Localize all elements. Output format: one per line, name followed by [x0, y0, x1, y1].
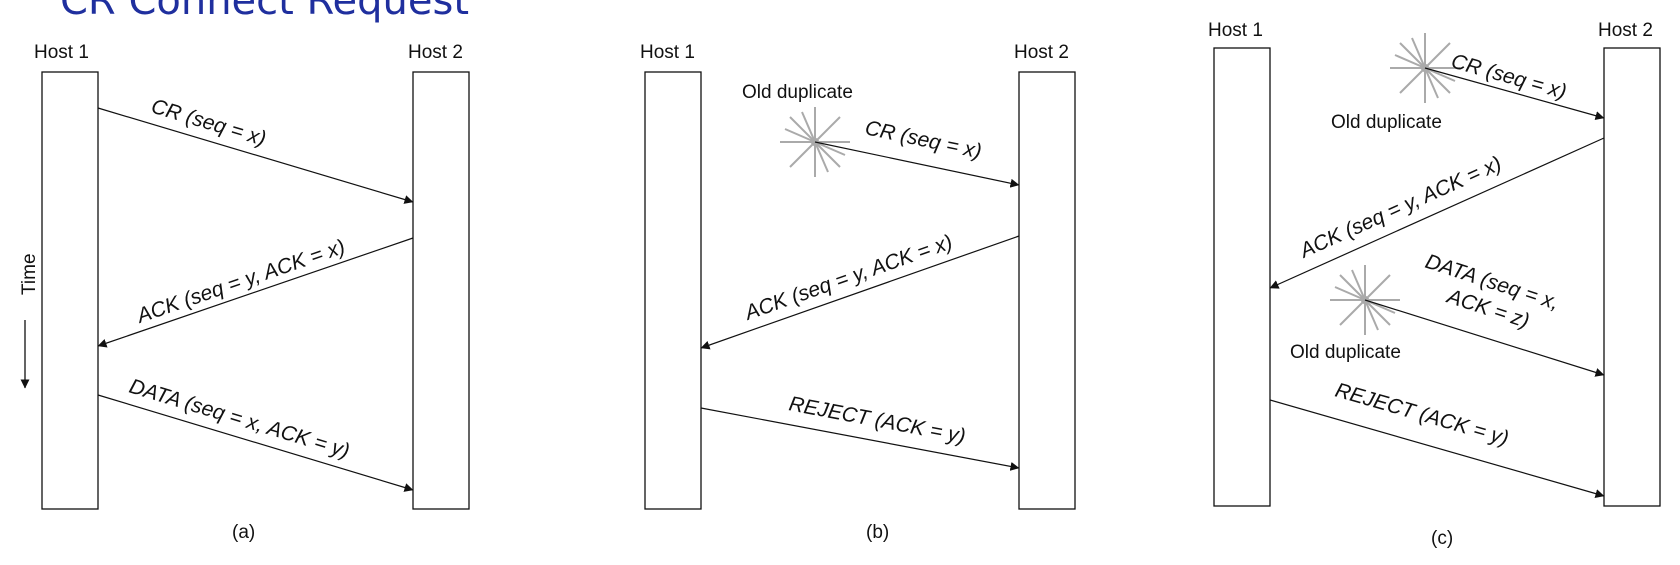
panel-c-cr-label: CR (seq = x)	[1449, 50, 1569, 104]
old-duplicate-star-icon	[1330, 265, 1400, 335]
panel-c-reject-arrow	[1269, 399, 1605, 498]
panel-a-host1-label: Host 1	[34, 42, 89, 63]
panel-b-host1-timeline	[644, 71, 702, 510]
panel-b: Host 1 Host 2 Old duplicate	[640, 42, 1076, 543]
time-axis: Time	[19, 253, 40, 389]
panel-b-reject-arrow	[700, 407, 1020, 471]
slide-title: CR Connect Request	[60, 0, 470, 24]
panel-b-cr-arrow	[814, 141, 1020, 188]
panel-a-host2-label: Host 2	[408, 42, 463, 63]
old-duplicate-star-icon	[1390, 33, 1460, 103]
panel-b-caption: (b)	[866, 522, 889, 543]
panel-c: Host 1 Host 2	[1208, 20, 1661, 549]
panel-c-host1-label: Host 1	[1208, 20, 1263, 41]
panel-c-ack-arrow	[1269, 137, 1605, 289]
panel-a-ack-label: ACK (seq = y, ACK = x)	[132, 235, 348, 328]
panel-b-host2-timeline	[1018, 71, 1076, 510]
panel-a: Host 1 Host 2 Time CR (seq = x) ACK (seq…	[19, 42, 470, 543]
panel-c-ack-label: ACK (seq = y, ACK = x)	[1295, 152, 1505, 263]
panel-b-host2-label: Host 2	[1014, 42, 1069, 63]
panel-c-host2-timeline	[1603, 47, 1661, 507]
panel-a-data-label: DATA (seq = x, ACK = y)	[127, 375, 353, 463]
panel-b-ack-label: ACK (seq = y, ACK = x)	[740, 231, 955, 326]
panel-a-caption: (a)	[232, 522, 255, 543]
panel-c-old-duplicate-label-1: Old duplicate	[1331, 112, 1442, 133]
panel-a-cr-arrow	[97, 107, 414, 204]
panel-c-data-arrow	[1364, 299, 1605, 377]
panel-a-host2-timeline	[412, 71, 470, 510]
panel-c-reject-label: REJECT (ACK = y)	[1333, 379, 1512, 450]
panel-c-cr-arrow	[1424, 67, 1605, 121]
time-label: Time	[19, 253, 40, 295]
panel-a-host1-timeline	[41, 71, 99, 510]
panel-b-host1-label: Host 1	[640, 42, 695, 63]
panel-c-old-duplicate-label-2: Old duplicate	[1290, 342, 1401, 363]
panel-a-ack-arrow	[97, 237, 414, 348]
panel-c-caption: (c)	[1431, 528, 1453, 549]
panel-b-old-duplicate-label: Old duplicate	[742, 82, 853, 103]
panel-a-data-arrow	[97, 394, 414, 492]
panel-c-host1-timeline	[1213, 47, 1271, 507]
panel-c-host2-label: Host 2	[1598, 20, 1653, 41]
panel-b-reject-label: REJECT (ACK = y)	[787, 392, 967, 448]
old-duplicate-star-icon	[780, 107, 850, 177]
panel-b-ack-arrow	[700, 235, 1020, 350]
panel-a-cr-label: CR (seq = x)	[149, 95, 269, 151]
